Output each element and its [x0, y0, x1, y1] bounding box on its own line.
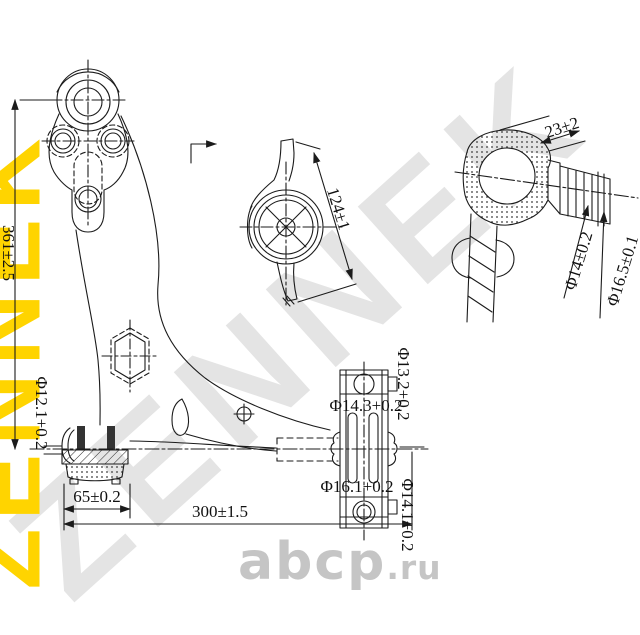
site-logo-text: abcp	[238, 532, 387, 592]
main-arm-view	[11, 59, 429, 531]
ball-joint-section-view	[451, 115, 639, 323]
dim-label-300: 300±1.5	[191, 502, 249, 521]
dim-label-361: 361±2.5	[0, 224, 18, 282]
dim-label-phi14-1: Φ14.1+0.2	[398, 478, 417, 552]
dim-label-65: 65±0.2	[73, 487, 121, 506]
dim-label-phi16-1: Φ16.1+0.2	[320, 477, 394, 496]
bushing-bracket-section-view	[239, 138, 357, 307]
dim-label-phi14-3: Φ14.3+0.2	[329, 396, 403, 415]
site-logo-suffix: .ru	[386, 548, 442, 587]
rear-bushing-view	[330, 361, 425, 541]
dim-label-phi12-1: Φ12.1+0.2	[32, 376, 51, 450]
site-logo: abcp.ru	[238, 532, 442, 592]
